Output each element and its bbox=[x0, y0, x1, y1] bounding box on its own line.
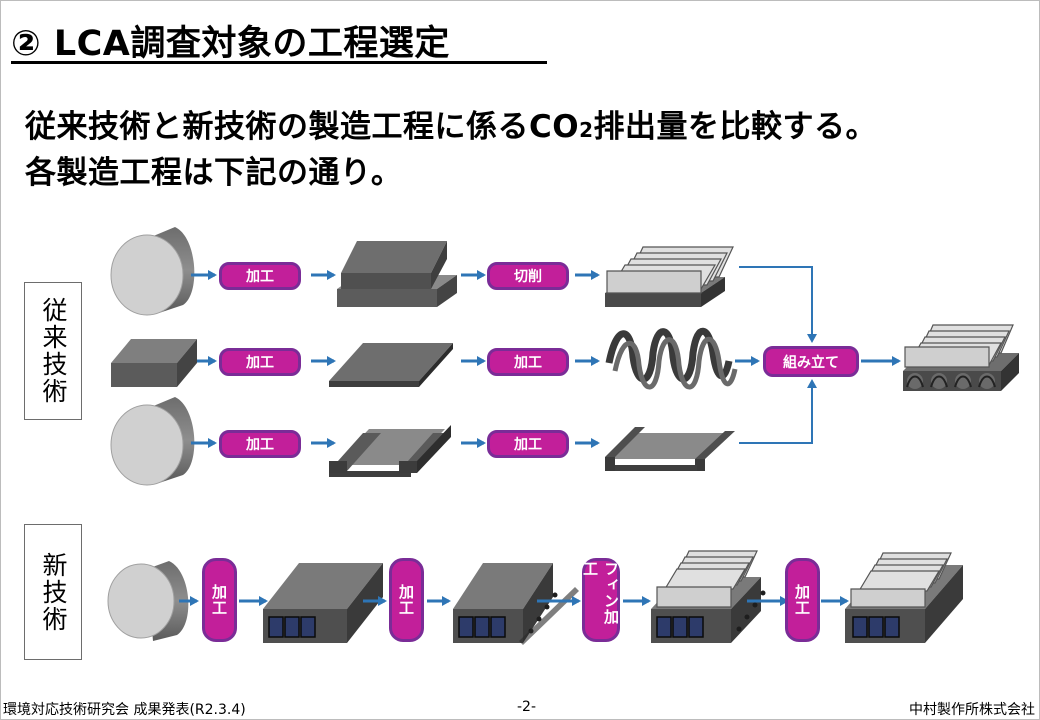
flat-plate bbox=[329, 343, 453, 387]
slide-title: ② LCA調査対象の工程選定 bbox=[11, 24, 450, 64]
extruded-block-2 bbox=[453, 563, 579, 645]
process-step-machining: 加工 bbox=[487, 348, 569, 376]
process-step-machining: 加工 bbox=[219, 348, 301, 376]
process-step-machining: 加工 bbox=[389, 558, 424, 642]
title-underline bbox=[11, 61, 547, 64]
round-bar-stock-1 bbox=[110, 227, 195, 316]
footer-page-number: -2- bbox=[517, 699, 537, 715]
bent-bracket bbox=[605, 427, 735, 471]
extruded-block-1 bbox=[263, 563, 383, 643]
subtitle-subscript: 2 bbox=[579, 118, 594, 142]
subtitle-line-1: 従来技術と新技術の製造工程に係るCO2排出量を比較する。 bbox=[25, 101, 877, 146]
new-tech-label: 新技術 bbox=[24, 524, 82, 660]
conventional-label: 従来技術 bbox=[24, 282, 82, 420]
arrow bbox=[739, 266, 817, 343]
footer-company: 中村製作所株式会社 bbox=[909, 702, 1035, 718]
footer-event: 環境対応技術研究会 成果発表(R2.3.4) bbox=[3, 702, 246, 718]
round-bar-stock-2 bbox=[110, 397, 195, 486]
round-bar-stock-3 bbox=[107, 561, 189, 641]
process-step-cutting: 切削 bbox=[487, 262, 569, 290]
process-step-machining: 加工 bbox=[219, 430, 301, 458]
process-step-machining: 加工 bbox=[219, 262, 301, 290]
process-step-assembly: 組み立て bbox=[763, 346, 859, 377]
corrugated-fin bbox=[605, 327, 738, 390]
process-step-machining: 加工 bbox=[202, 558, 237, 642]
square-block-stock bbox=[111, 339, 197, 387]
process-step-machining: 加工 bbox=[487, 430, 569, 458]
subtitle-line-1-b: 排出量を比較する。 bbox=[593, 109, 878, 145]
arrow bbox=[739, 379, 817, 444]
subtitle-line-2: 各製造工程は下記の通り。 bbox=[25, 155, 403, 191]
channel-profile bbox=[329, 425, 451, 477]
process-step-machining: 加工 bbox=[785, 558, 820, 642]
finned-block bbox=[651, 550, 766, 643]
process-step-fin-machining: フィン加工 bbox=[581, 558, 620, 642]
finished-heatsink bbox=[845, 552, 963, 643]
cut-heatsink bbox=[605, 246, 734, 307]
subtitle-line-1-a: 従来技術と新技術の製造工程に係るCO bbox=[25, 109, 580, 145]
assembled-heatsink bbox=[903, 324, 1019, 391]
machined-block bbox=[337, 241, 457, 307]
